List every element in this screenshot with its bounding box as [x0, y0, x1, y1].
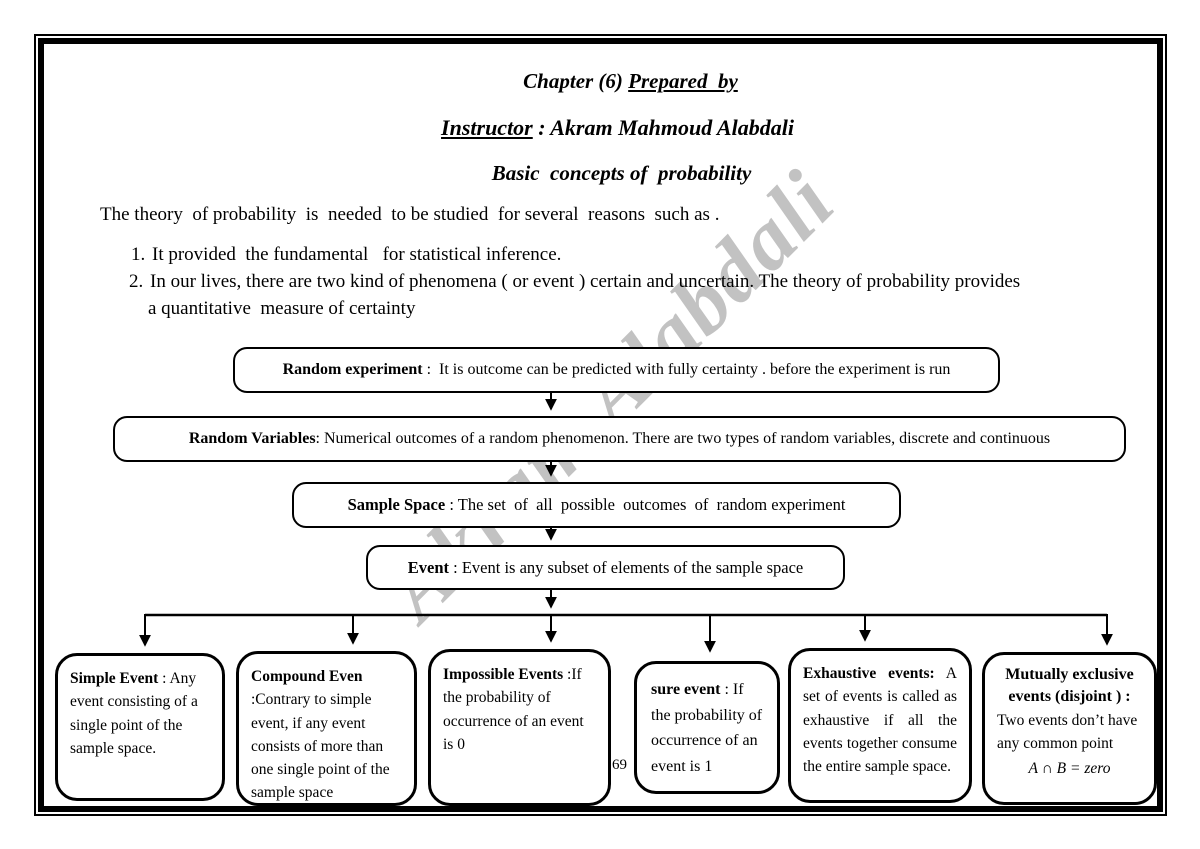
page-border-frame [34, 34, 1167, 816]
leaf-box-impossible-events: Impossible Events :If the probability of… [428, 649, 611, 806]
flow-box-event: Event : Event is any subset of elements … [366, 545, 845, 590]
flow-box-sample-space: Sample Space : The set of all possible o… [292, 482, 901, 528]
leaf-box-exhaustive-events: Exhaustive events: A set of events is ca… [788, 648, 972, 803]
list-item-2-text-line2: a quantitative measure of certainty [148, 298, 416, 319]
flow-box-sample-space-text: Sample Space : The set of all possible o… [347, 495, 846, 514]
page-number: 69 [612, 757, 627, 773]
leaf-box-mutually-exclusive: Mutually exclusive events (disjoint ) :T… [982, 652, 1157, 805]
instructor-label: Instructor [441, 115, 533, 140]
instructor-line: Instructor : Akram Mahmoud Alabdali [44, 115, 1157, 141]
list-item-2-text-line1: In our lives, there are two kind of phen… [150, 271, 1021, 292]
list-item-1-number: 1. [131, 244, 146, 265]
page-border-frame-inner [38, 38, 1163, 812]
leaf-box-compound-event: Compound Even :Contrary to simple event,… [236, 651, 417, 806]
instructor-name: : Akram Mahmoud Alabdali [532, 115, 794, 140]
flow-box-random-experiment: Random experiment : It is outcome can be… [233, 347, 1000, 393]
list-item-1-text: It provided the fundamental for statisti… [152, 244, 562, 265]
list-item-2-number: 2. [129, 271, 144, 292]
mutually-exclusive-formula: A ∩ B = zero [1028, 760, 1111, 778]
page-title: Basic concepts of probability [491, 161, 752, 185]
chapter-label: Chapter (6) [523, 69, 629, 93]
leaf-box-sure-event: sure event : If the probability of occur… [634, 661, 780, 794]
flow-box-event-text: Event : Event is any subset of elements … [407, 557, 804, 577]
intro-lead: The theory of probability is needed to b… [100, 204, 720, 225]
flow-box-random-experiment-text: Random experiment : It is outcome can be… [282, 361, 951, 378]
chapter-title-line: Chapter (6) Prepared by [44, 69, 1157, 94]
flow-box-random-variables: Random Variables: Numerical outcomes of … [113, 416, 1126, 462]
flow-box-random-variables-text: Random Variables: Numerical outcomes of … [188, 430, 1051, 447]
leaf-box-simple-event: Simple Event : Any event consisting of a… [55, 653, 225, 801]
prepared-by-label: Prepared by [628, 69, 738, 93]
leaf-box-mutually-exclusive-title: Mutually exclusive events (disjoint ) : [1005, 666, 1134, 706]
